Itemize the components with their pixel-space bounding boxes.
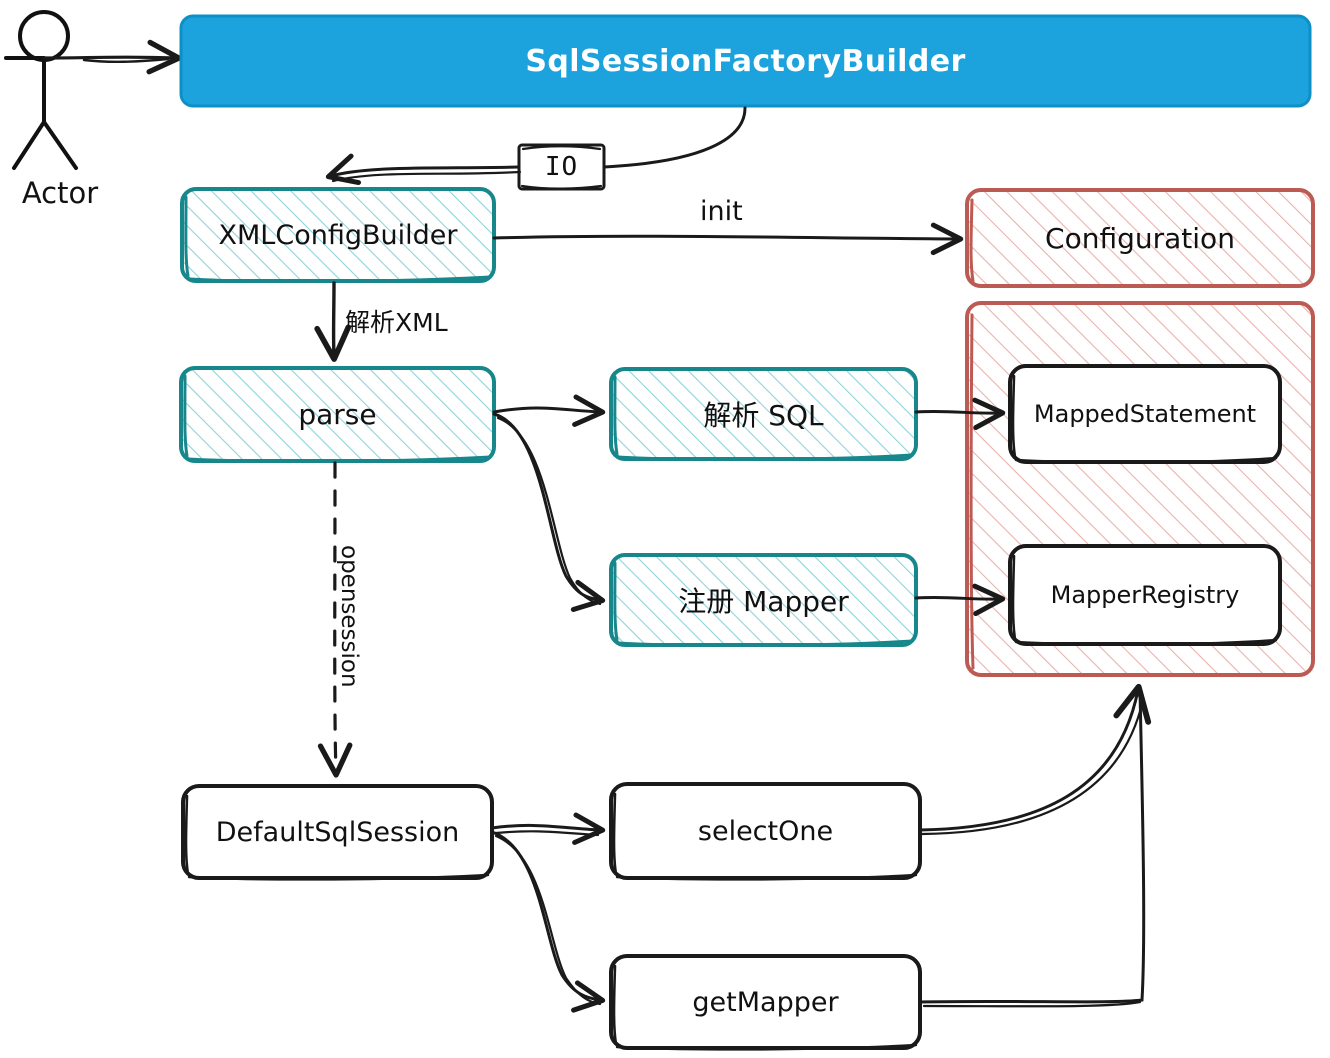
node-mapped-statement[interactable] xyxy=(1008,364,1282,464)
edge-parse-to-parse-sql xyxy=(492,394,606,427)
node-xml-config-builder[interactable] xyxy=(180,187,496,283)
edge-label-parse-xml: 解析XML xyxy=(345,308,448,337)
edge-builder-to-xmlconfigbuilder xyxy=(325,106,747,186)
edge-select-one-to-configuration-group xyxy=(918,683,1152,836)
node-io[interactable] xyxy=(517,143,606,191)
node-parse-sql[interactable] xyxy=(609,367,918,461)
node-register-mapper[interactable] xyxy=(609,553,918,647)
edge-actor-to-builder xyxy=(42,39,182,75)
node-sql-session-factory-builder[interactable] xyxy=(179,14,1312,108)
actor-stick-figure-icon xyxy=(4,10,78,170)
node-default-sql-session[interactable] xyxy=(181,784,494,881)
edge-parse-to-default-sql-session xyxy=(317,461,353,778)
edge-default-sql-session-to-select-one xyxy=(490,812,606,845)
edge-xmlconfigbuilder-to-configuration xyxy=(492,222,964,256)
edge-label-opensession: opensession xyxy=(336,545,362,688)
node-configuration[interactable] xyxy=(965,188,1315,288)
edge-parse-to-register-mapper xyxy=(492,412,606,612)
node-mapper-registry[interactable] xyxy=(1008,544,1282,646)
node-select-one[interactable] xyxy=(609,782,922,881)
edge-default-sql-session-to-get-mapper xyxy=(490,830,606,1013)
edge-parse-sql-to-mapped-statement xyxy=(914,397,1006,431)
edge-register-mapper-to-mapper-registry xyxy=(914,583,1006,617)
edge-get-mapper-to-configuration-group xyxy=(918,688,1146,1008)
node-parse[interactable] xyxy=(179,366,496,463)
node-get-mapper[interactable] xyxy=(609,954,922,1051)
edge-label-init: init xyxy=(700,196,743,227)
